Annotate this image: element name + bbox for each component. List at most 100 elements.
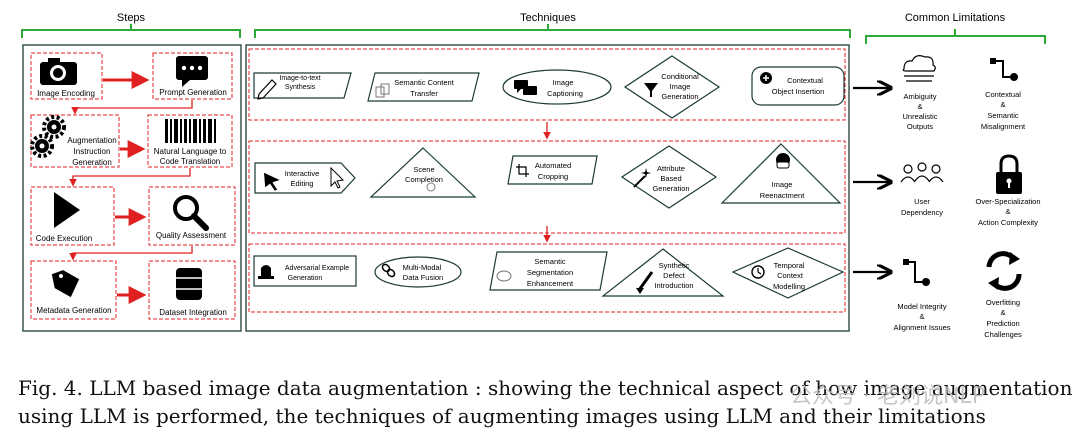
tech-conditional-line3: Generation bbox=[661, 92, 698, 101]
technique-captioning bbox=[502, 69, 612, 105]
limit-integrity-line2: & bbox=[919, 312, 924, 321]
technique-image-to-text bbox=[253, 72, 352, 99]
magic-wand-icon bbox=[633, 168, 651, 188]
tech-interactive-line1: Interactive bbox=[285, 169, 320, 178]
face-mask-icon bbox=[776, 153, 790, 169]
flow-arrow-4 bbox=[69, 168, 191, 187]
palette-icon bbox=[496, 270, 512, 282]
tech-segmentation-line2: Segmentation bbox=[527, 268, 573, 277]
figure-caption: Fig. 4. LLM based image data augmentatio… bbox=[18, 374, 1073, 430]
step-dataset-integration: Dataset Integration bbox=[159, 308, 227, 317]
speech-bubbles-icon bbox=[514, 80, 537, 95]
hand-icon bbox=[426, 182, 436, 192]
step-augmentation-line3: Generation bbox=[72, 158, 112, 167]
technique-object-insertion bbox=[751, 66, 845, 106]
camera-icon bbox=[40, 58, 77, 85]
limit-ambiguity-line1: Ambiguity bbox=[904, 92, 937, 101]
broken-tool-icon bbox=[636, 271, 654, 294]
tech-fusion-line1: Multi-Modal bbox=[403, 263, 442, 272]
technique-defect bbox=[601, 248, 725, 297]
technique-attribute bbox=[620, 145, 718, 209]
tech-attribute-line3: Generation bbox=[652, 184, 689, 193]
pencil-icon bbox=[257, 79, 277, 100]
limit-misalignment-line1: Contextual bbox=[985, 90, 1021, 99]
branch-alt-icon bbox=[903, 259, 930, 286]
tech-defect-line3: Introduction bbox=[654, 281, 693, 290]
tech-semantic-transfer-line2: Transfer bbox=[410, 89, 438, 98]
add-circle-icon bbox=[760, 72, 772, 84]
technique-segmentation bbox=[489, 251, 608, 291]
tech-temporal-line3: Modelling bbox=[773, 282, 805, 291]
tech-attribute-line2: Based bbox=[660, 174, 681, 183]
step-box-dataset-integration bbox=[148, 260, 236, 320]
tech-image-to-text-line2: Synthesis bbox=[285, 84, 316, 91]
limit-ambiguity-line4: Outputs bbox=[907, 122, 934, 131]
step-box-quality-assessment bbox=[148, 186, 236, 246]
siren-icon bbox=[258, 265, 274, 279]
limitations-title: Common Limitations bbox=[905, 12, 1006, 24]
technique-cropping bbox=[507, 155, 598, 185]
tech-defect-line2: Defect bbox=[663, 271, 686, 280]
tech-reenactment-line2: Reenactment bbox=[760, 191, 806, 200]
steps-title: Steps bbox=[117, 12, 146, 24]
tech-scene-line2: Completion bbox=[405, 175, 443, 184]
tech-semantic-transfer-line1: Semantic Content bbox=[394, 78, 455, 87]
caption-line2: using LLM is performed, the techniques o… bbox=[18, 404, 986, 428]
tech-fusion-line2: Data Fusion bbox=[403, 273, 443, 282]
technique-interactive bbox=[254, 162, 356, 194]
tech-adversarial-line2: Generation bbox=[288, 275, 323, 282]
tech-attribute-line1: Attribute bbox=[657, 164, 685, 173]
step-image-encoding: Image Encoding bbox=[37, 89, 95, 98]
tech-segmentation-line1: Semantic bbox=[534, 257, 566, 266]
step-quality-assessment: Quality Assessment bbox=[156, 231, 227, 240]
limit-integrity-line1: Model Integrity bbox=[897, 302, 946, 311]
tag-icon bbox=[51, 270, 80, 298]
magnifier-icon bbox=[173, 195, 209, 231]
technique-reenactment bbox=[720, 143, 842, 204]
limit-overfitting-line1: Overfitting bbox=[986, 298, 1020, 307]
tech-cropping-line2: Cropping bbox=[538, 172, 568, 181]
transfer-icon bbox=[375, 83, 390, 98]
techniques-header: Techniques bbox=[254, 12, 851, 38]
step-translation-line2: Code Translation bbox=[160, 157, 220, 166]
step-box-code-translation bbox=[147, 114, 233, 168]
limit-misalignment-line4: Misalignment bbox=[981, 122, 1026, 131]
technique-row-1 bbox=[248, 48, 846, 121]
cloud-fog-icon bbox=[902, 55, 936, 82]
step-code-execution: Code Execution bbox=[36, 234, 92, 243]
step-box-prompt-generation bbox=[152, 52, 233, 100]
tech-defect-line1: Synthetic bbox=[659, 261, 690, 270]
limit-overfitting-line4: Challenges bbox=[984, 330, 1022, 339]
limit-ambiguity-line2: & bbox=[917, 102, 922, 111]
tech-image-to-text-line1: Image-to-text bbox=[279, 75, 320, 82]
link-icon bbox=[381, 263, 396, 278]
tech-temporal-line2: Context bbox=[777, 271, 804, 280]
branch-icon bbox=[990, 58, 1018, 81]
step-box-augmentation-instruction bbox=[30, 114, 120, 168]
funnel-icon bbox=[644, 83, 658, 97]
chat-bubble-icon bbox=[176, 56, 208, 87]
step-prompt-generation: Prompt Generation bbox=[159, 88, 227, 97]
technique-scene bbox=[369, 147, 477, 198]
limit-overfitting-line3: Prediction bbox=[986, 319, 1019, 328]
techniques-title: Techniques bbox=[520, 12, 576, 24]
tech-object-insertion-line1: Contextual bbox=[787, 76, 823, 85]
limit-dependency-line2: Dependency bbox=[901, 208, 943, 217]
tech-conditional-line1: Conditional bbox=[661, 72, 699, 81]
caption-line1: Fig. 4. LLM based image data augmentatio… bbox=[18, 376, 1073, 400]
tech-segmentation-line3: Enhancement bbox=[527, 279, 574, 288]
cursor-icon bbox=[264, 166, 345, 191]
step-box-code-execution bbox=[30, 186, 115, 246]
limit-integrity-line3: Alignment Issues bbox=[893, 323, 950, 332]
limit-specialization-line1: Over-Specialization bbox=[975, 197, 1040, 206]
clock-icon bbox=[751, 265, 765, 279]
technique-conditional bbox=[623, 55, 721, 119]
diagram-canvas: Steps Techniques Common Limitations bbox=[21, 12, 1046, 339]
flow-arrow-6 bbox=[69, 246, 193, 261]
limit-specialization-line3: Action Complexity bbox=[978, 218, 1038, 227]
tech-conditional-line2: Image bbox=[670, 82, 691, 91]
tech-interactive-line2: Editing bbox=[291, 179, 314, 188]
tech-cropping-line1: Automated bbox=[535, 161, 571, 170]
step-augmentation-line1: Augmentation bbox=[67, 136, 116, 145]
